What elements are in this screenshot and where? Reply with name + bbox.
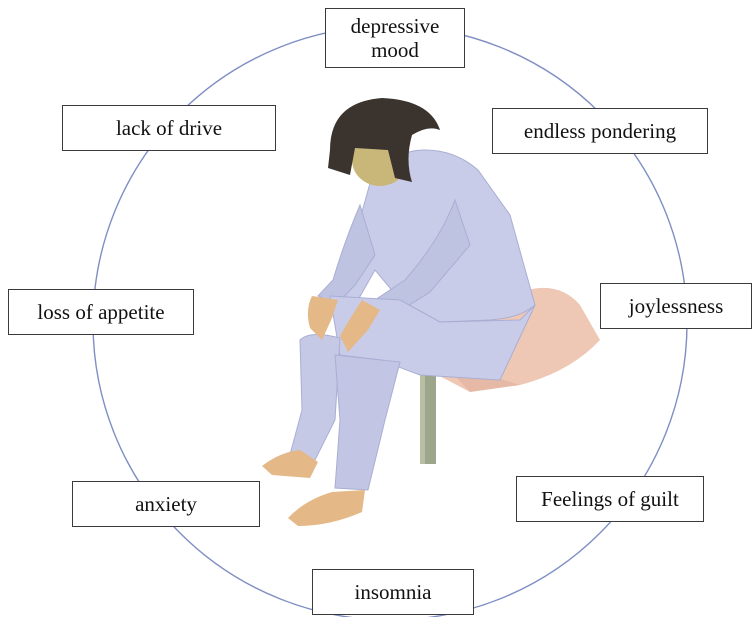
right-foot: [288, 490, 365, 526]
left-shin: [288, 334, 340, 466]
symptom-box-depressive-mood: depressive mood: [325, 8, 465, 68]
person-illustration: [262, 98, 600, 526]
symptom-label: Feelings of guilt: [541, 487, 679, 511]
symptom-box-insomnia: insomnia: [312, 569, 474, 615]
symptom-label: joylessness: [629, 294, 724, 318]
symptom-label: insomnia: [355, 580, 432, 604]
right-shin: [335, 355, 400, 490]
symptom-box-joylessness: joylessness: [600, 283, 752, 329]
symptom-box-endless-pondering: endless pondering: [492, 108, 708, 154]
symptom-label: depressive mood: [351, 14, 440, 62]
symptom-box-anxiety: anxiety: [72, 481, 260, 527]
symptom-label: lack of drive: [116, 116, 222, 140]
symptom-box-lack-of-drive: lack of drive: [62, 105, 276, 151]
symptom-box-loss-of-appetite: loss of appetite: [8, 289, 194, 335]
symptom-label: loss of appetite: [37, 300, 164, 324]
symptom-label: endless pondering: [524, 119, 676, 143]
symptom-label: anxiety: [135, 492, 197, 516]
symptom-box-feelings-of-guilt: Feelings of guilt: [516, 476, 704, 522]
